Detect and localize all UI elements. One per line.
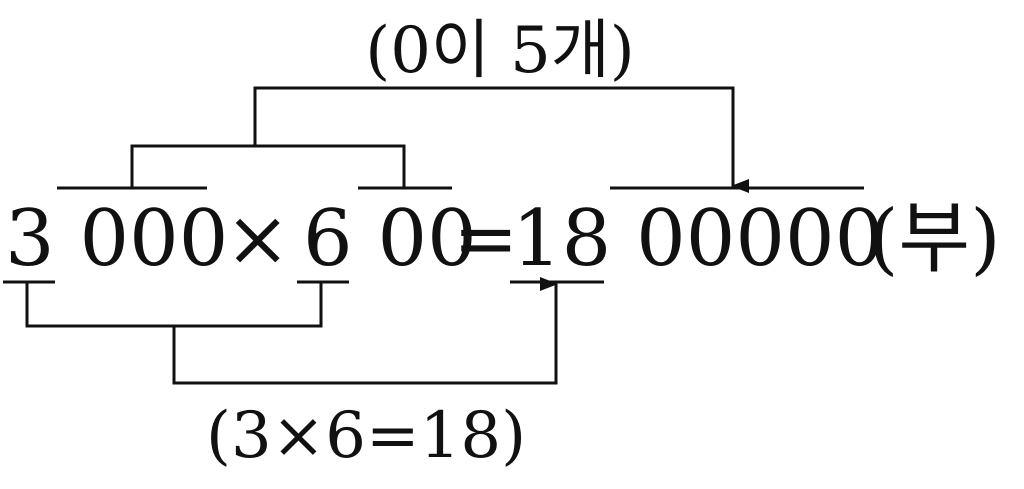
times-sign: ×	[225, 194, 290, 284]
bottom-note: (3×6=18)	[206, 399, 526, 473]
factor-a-lead: 3	[5, 194, 55, 284]
arrow-zeros-to-product	[253, 86, 749, 193]
equals-sign: =	[453, 194, 518, 284]
product-lead: 18	[512, 194, 611, 284]
bracket-lead-join	[25, 282, 323, 328]
top-note: (0이 5개)	[365, 14, 634, 88]
bracket-zeros-join	[130, 144, 406, 188]
unit-label: (부)	[868, 194, 1001, 284]
product-zeros: 00000	[636, 194, 884, 284]
equation-line: 3 000 × 6 00 = 18 00000 (부)	[5, 194, 1001, 284]
arrow-lead-to-product	[172, 277, 558, 385]
factor-b-lead: 6	[303, 194, 353, 284]
factor-b-zeros: 00	[377, 194, 476, 284]
factor-a-zeros: 000	[79, 194, 228, 284]
